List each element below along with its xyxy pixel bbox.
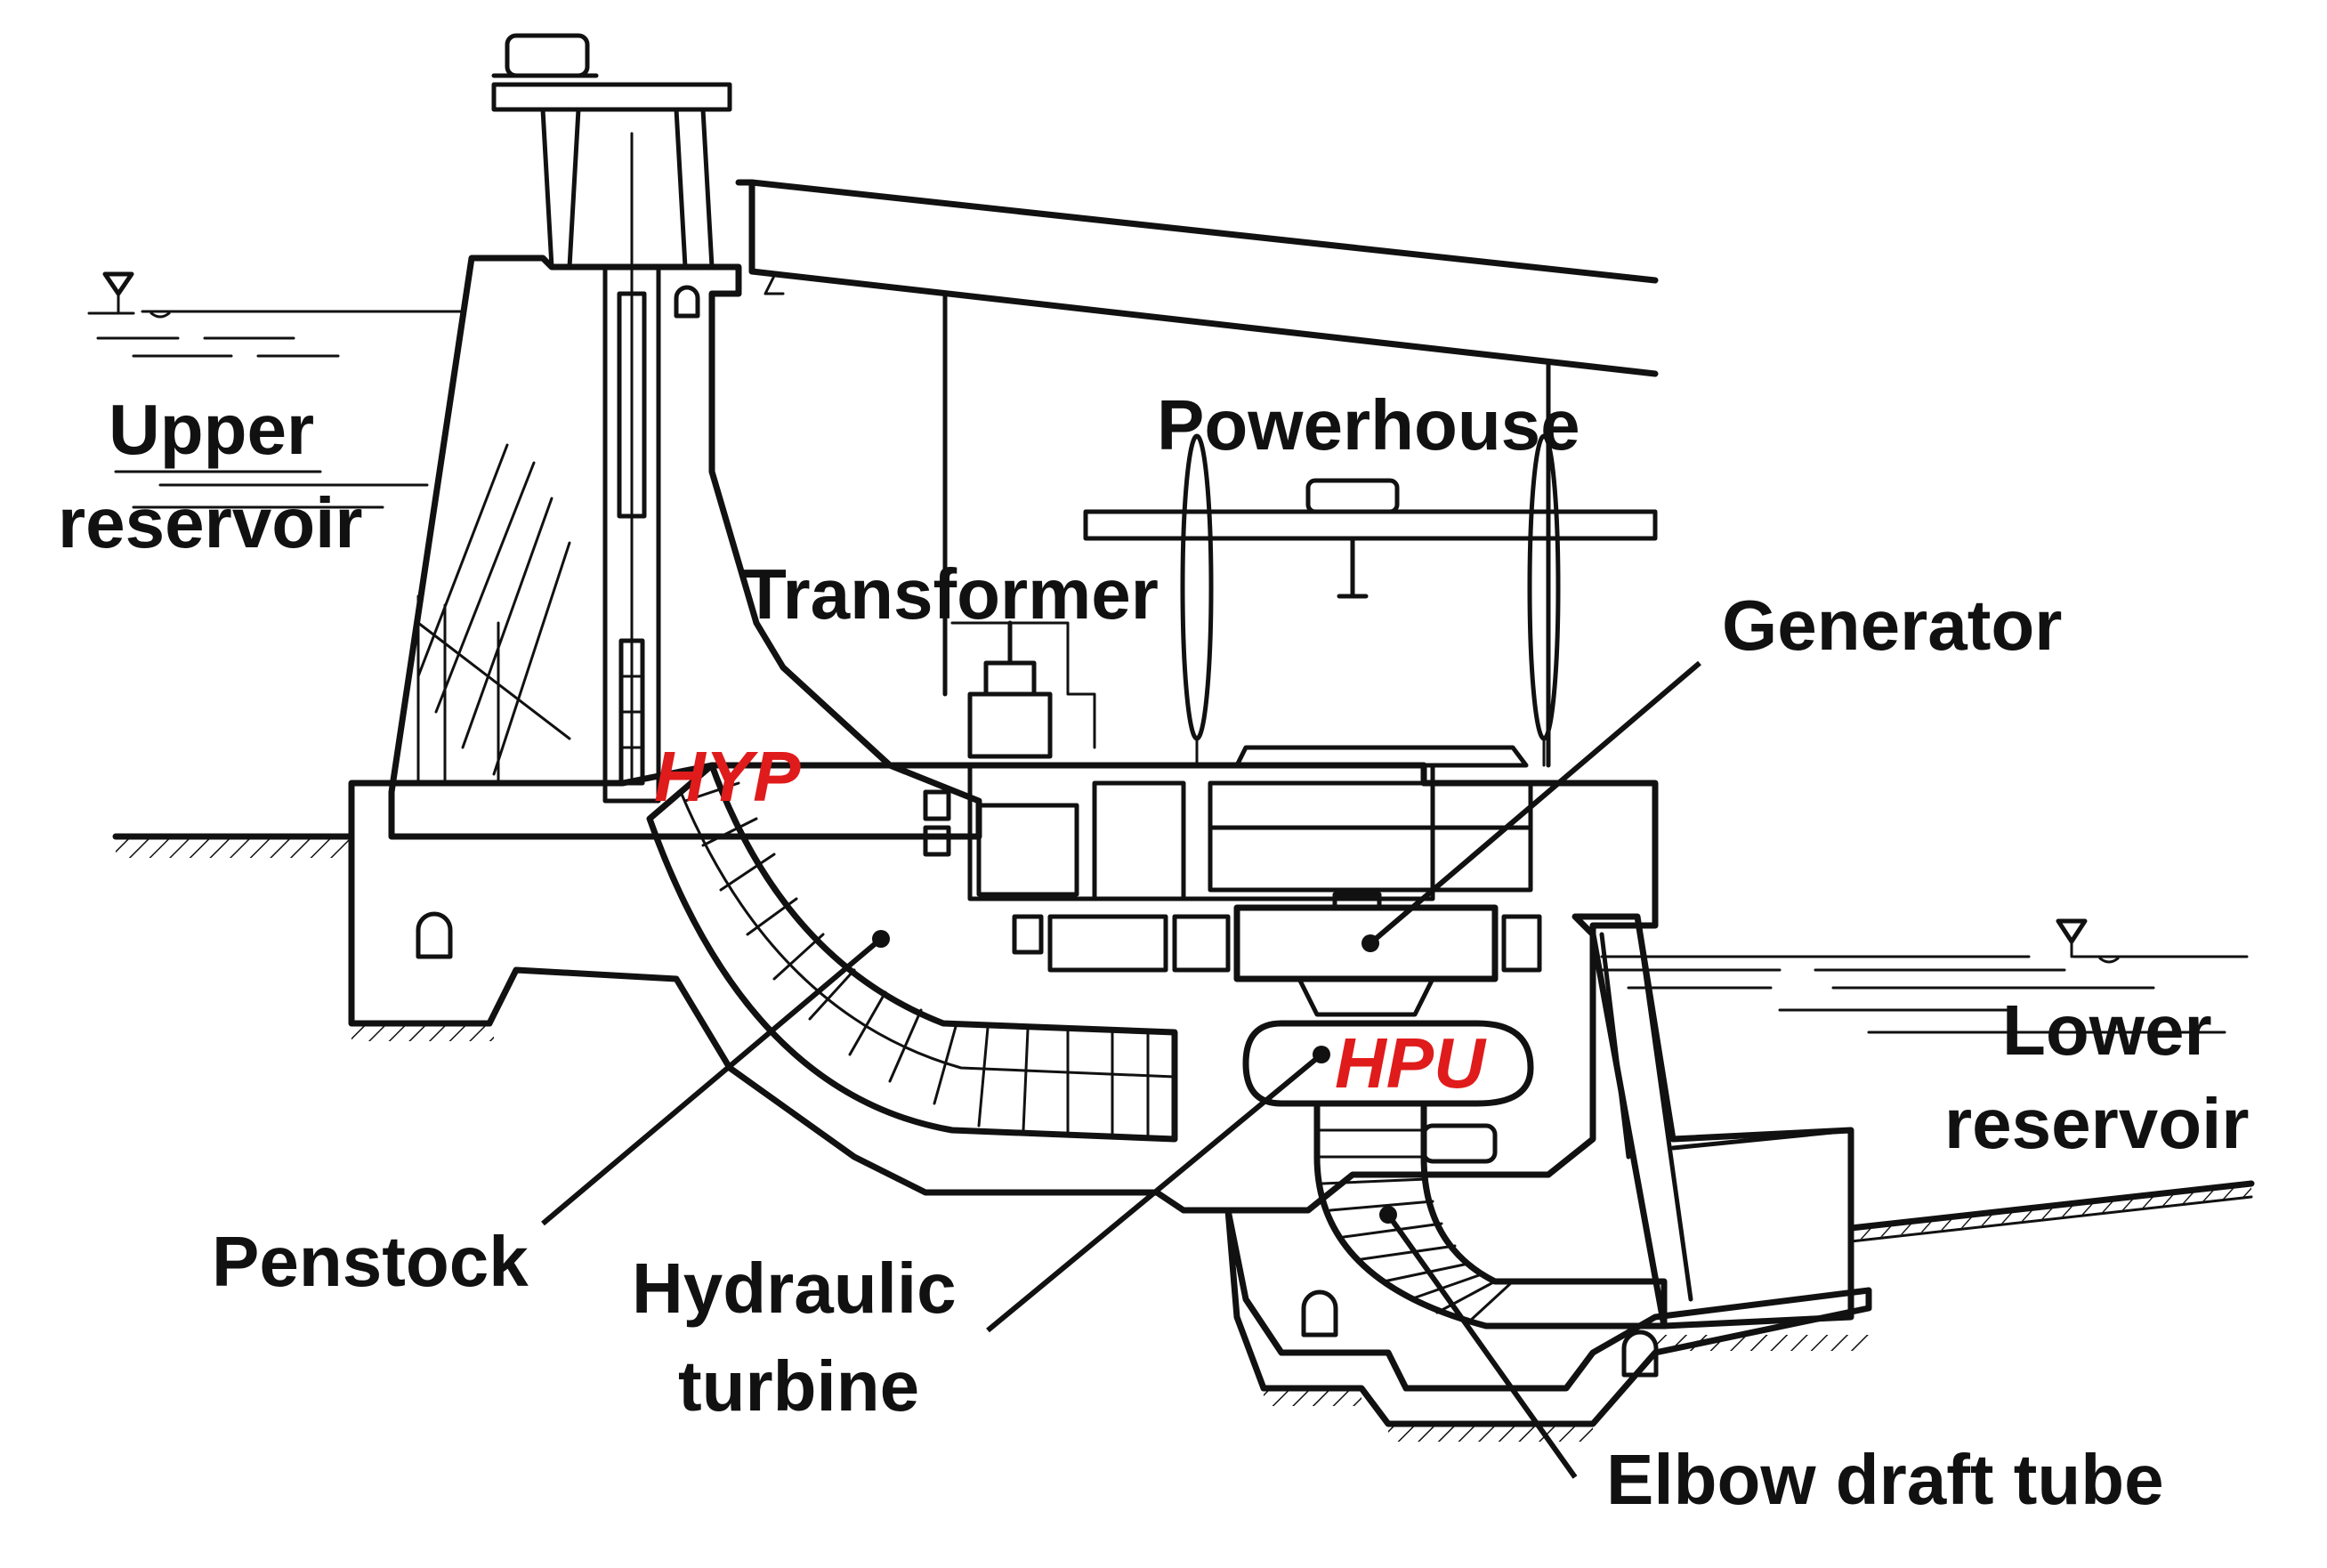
dam-gantry-crane — [491, 33, 732, 270]
transformer-unit — [950, 620, 1096, 759]
leader-elbow-draft-tube-dot — [1379, 1206, 1397, 1224]
label-powerhouse: Powerhouse — [1157, 385, 1580, 465]
marker-hpu: HPU — [1335, 1023, 1487, 1103]
upper-reservoir-water — [87, 310, 465, 509]
leader-penstock-dot — [872, 930, 890, 948]
generator-hall — [923, 745, 1533, 901]
leader-hydraulic-turbine-dot — [1313, 1046, 1330, 1063]
label-hydraulic-turbine-line2: turbine — [678, 1346, 919, 1426]
gate-shaft — [602, 132, 661, 804]
marker-hyp: HYP — [654, 737, 801, 816]
penstock — [646, 762, 1178, 1143]
label-upper-reservoir-line1: Upper — [109, 390, 314, 469]
gallery-openings — [416, 285, 1659, 1378]
leader-lines — [541, 660, 1701, 1479]
leader-elbow-draft-tube — [1386, 1213, 1578, 1479]
diagram-labels: Upper reservoir Powerhouse Transformer G… — [58, 385, 2249, 1519]
water-level-marker-lower — [2056, 918, 2088, 958]
tailrace-structure — [1572, 913, 1854, 1330]
label-transformer: Transformer — [743, 554, 1159, 634]
label-lower-reservoir-line2: reservoir — [1944, 1084, 2249, 1163]
label-generator: Generator — [1722, 586, 2062, 665]
powerhouse-building — [735, 179, 1659, 768]
leader-generator — [1369, 660, 1701, 946]
generator-unit — [1012, 892, 1542, 1017]
leader-hydraulic-turbine — [986, 1052, 1323, 1333]
water-level-marker-upper — [102, 271, 134, 313]
label-penstock: Penstock — [212, 1222, 529, 1301]
label-upper-reservoir-line2: reservoir — [58, 483, 362, 562]
label-lower-reservoir-line1: Lower — [2002, 990, 2212, 1070]
elbow-draft-tube — [1313, 1100, 1668, 1330]
ground-left — [112, 833, 355, 858]
powerhouse-foundation — [348, 762, 1659, 1214]
label-hydraulic-turbine-line1: Hydraulic — [632, 1249, 957, 1328]
leader-penstock — [541, 936, 883, 1226]
dam-face-lines — [416, 443, 571, 785]
powerhouse-crane — [1083, 433, 1658, 767]
lower-reservoir-water — [1600, 955, 2255, 1243]
label-elbow-draft-tube: Elbow draft tube — [1606, 1440, 2164, 1519]
leader-generator-dot — [1361, 934, 1379, 952]
